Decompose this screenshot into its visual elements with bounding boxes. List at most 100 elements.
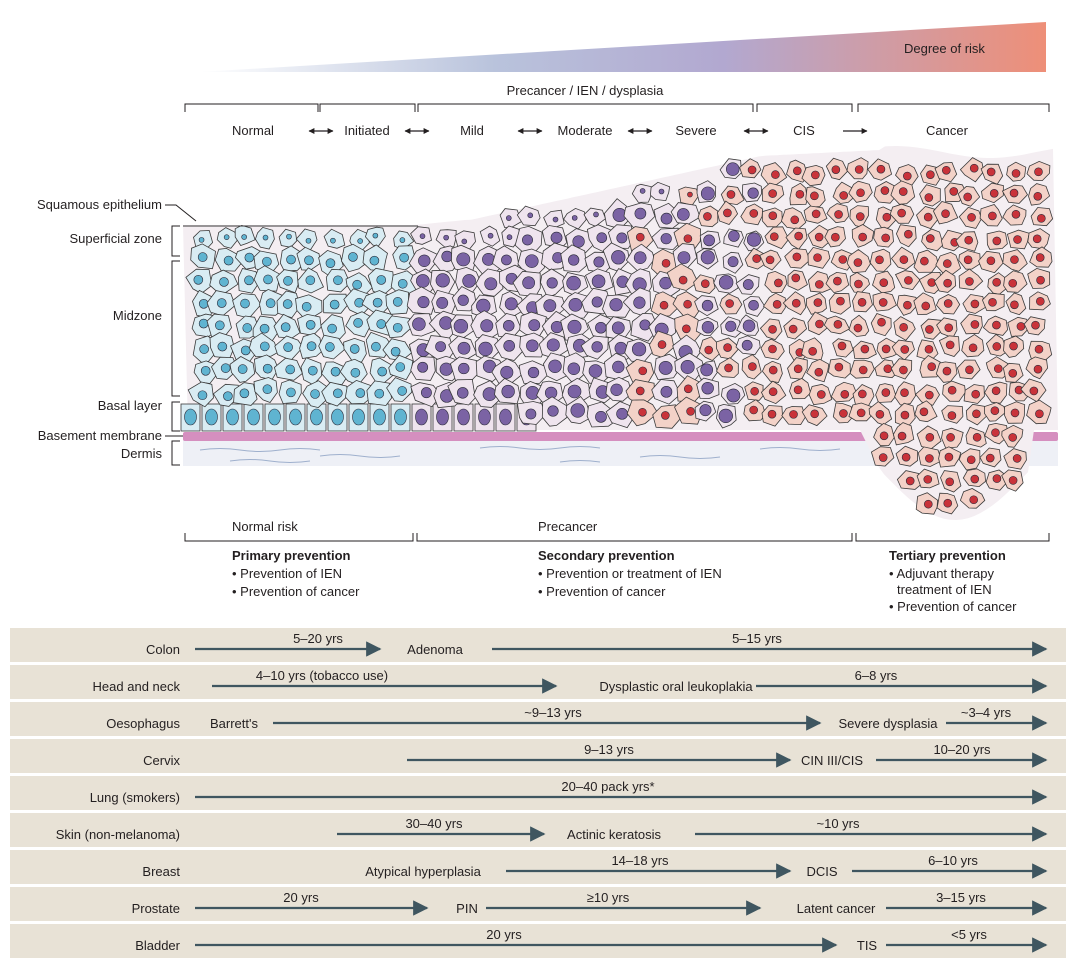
timeline-label: ~9–13 yrs: [524, 705, 582, 720]
cell-nucleus: [283, 276, 293, 286]
cell-nucleus: [658, 361, 673, 375]
timeline-label: Adenoma: [407, 642, 463, 657]
cell-nucleus: [791, 273, 801, 283]
cell-nucleus: [458, 362, 470, 375]
cell-nucleus: [942, 259, 952, 268]
cell-nucleus: [262, 256, 272, 267]
precancer-header: Precancer / IEN / dysplasia: [507, 83, 665, 98]
organ-label: Bladder: [135, 938, 180, 953]
cell-nucleus: [926, 170, 935, 179]
cell-nucleus: [903, 171, 912, 181]
cell-nucleus: [985, 453, 995, 463]
cell-nucleus: [505, 215, 512, 221]
cell-nucleus: [831, 165, 841, 174]
cell-nucleus: [875, 409, 885, 419]
cell-nucleus: [946, 433, 955, 442]
risk-group-title: Precancer: [538, 519, 598, 534]
cell-nucleus: [941, 209, 950, 218]
cell-nucleus: [925, 390, 934, 400]
organ-label: Cervix: [143, 753, 180, 768]
timeline-label: 5–15 yrs: [732, 631, 782, 646]
cell-nucleus: [746, 232, 762, 247]
stage-label-cancer: Cancer: [926, 123, 969, 138]
cell-nucleus: [748, 299, 759, 311]
timeline-label: 10–20 yrs: [933, 742, 991, 757]
cell-nucleus: [285, 364, 296, 375]
cell-nucleus: [352, 279, 362, 290]
cell-nucleus: [487, 232, 494, 239]
label-basement-membrane: Basement membrane: [38, 428, 162, 443]
cell-nucleus: [503, 340, 516, 352]
cell-nucleus: [877, 317, 886, 327]
cell-nucleus: [969, 495, 979, 505]
cell-nucleus: [417, 295, 430, 309]
stage-label-moderate: Moderate: [558, 123, 613, 138]
cell-nucleus: [570, 403, 585, 418]
cell-nucleus: [924, 499, 933, 509]
cell-nucleus: [1033, 364, 1043, 374]
cell-nucleus: [747, 187, 759, 199]
cell-nucleus: [262, 234, 269, 241]
risk-group-cancer: Tertiary prevention • Adjuvant therapy t…: [889, 548, 1017, 614]
cell-nucleus: [942, 366, 952, 376]
prevention-heading: Primary prevention: [232, 548, 351, 563]
prevention-item: • Adjuvant therapy: [889, 566, 995, 581]
organ-label: Prostate: [132, 901, 180, 916]
cell-nucleus: [247, 408, 260, 426]
cell-nucleus: [325, 258, 336, 268]
cell-nucleus: [478, 341, 493, 357]
cell-nucleus: [325, 342, 335, 352]
cell-nucleus: [769, 232, 779, 241]
cell-nucleus: [682, 324, 691, 334]
stage-label-normal: Normal: [232, 123, 274, 138]
cell-nucleus: [244, 252, 255, 263]
cell-nucleus: [878, 298, 888, 307]
cell-nucleus: [305, 320, 316, 330]
cell-nucleus: [741, 339, 753, 351]
cell-nucleus: [945, 340, 955, 350]
cell-nucleus: [286, 233, 292, 240]
cell-nucleus: [1011, 169, 1021, 178]
cell-nucleus: [476, 298, 491, 314]
cell-nucleus: [704, 345, 714, 355]
row-band: [10, 702, 1066, 736]
label-midzone: Midzone: [113, 308, 162, 323]
cell-nucleus: [992, 277, 1001, 287]
risk-group-title: Normal risk: [232, 519, 298, 534]
cell-nucleus: [993, 364, 1003, 373]
risk-label: Degree of risk: [904, 41, 985, 56]
cell-nucleus: [215, 320, 225, 331]
cell-nucleus: [701, 299, 714, 312]
cell-nucleus: [904, 229, 913, 239]
cell-nucleus: [331, 408, 344, 426]
cell-nucleus: [441, 250, 453, 263]
cell-nucleus: [815, 280, 824, 289]
prevention-heading: Secondary prevention: [538, 548, 675, 563]
cell-nucleus: [989, 189, 999, 198]
cell-nucleus: [1034, 167, 1043, 177]
cell-nucleus: [397, 386, 407, 396]
cell-nucleus: [683, 234, 693, 243]
cell-nucleus: [991, 428, 1000, 437]
cell-nucleus: [860, 344, 870, 354]
cell-nucleus: [919, 407, 929, 417]
cell-nucleus: [200, 366, 211, 376]
cell-nucleus: [680, 360, 695, 374]
cell-nucleus: [349, 344, 360, 354]
cell-nucleus: [527, 212, 534, 219]
timeline-label: 20 yrs: [283, 890, 319, 905]
cell-nucleus: [659, 300, 669, 310]
cell-nucleus: [198, 299, 209, 309]
cell-nucleus: [527, 366, 540, 379]
cell-nucleus: [1008, 278, 1018, 288]
cell-nucleus: [262, 363, 273, 374]
cell-nucleus: [900, 410, 910, 420]
cell-nucleus: [216, 298, 227, 308]
cell-nucleus: [237, 364, 248, 374]
cell-nucleus: [1036, 297, 1045, 306]
cell-nucleus: [965, 277, 974, 286]
cell-nucleus: [875, 255, 884, 265]
